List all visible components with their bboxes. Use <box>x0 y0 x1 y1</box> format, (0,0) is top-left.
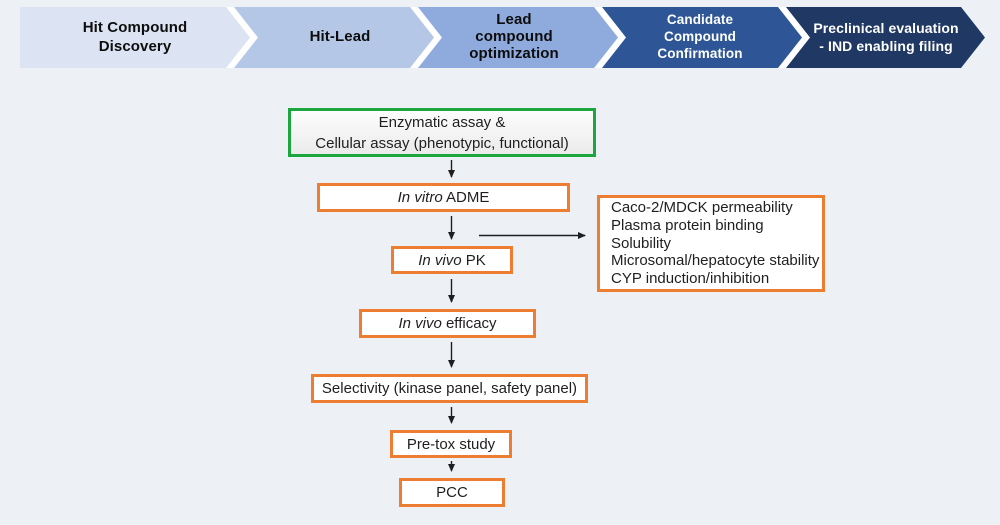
screening-assay-box: Enzymatic assay & Cellular assay (phenot… <box>288 108 596 157</box>
screening-assay-line1: Enzymatic assay & <box>378 113 506 131</box>
stage-label-line: compound <box>475 28 553 46</box>
in-vitro-adme-italic: In vitro <box>397 189 443 206</box>
stage-label-lead-compound-optimization: Lead compound optimization <box>426 7 602 68</box>
stage-separator <box>410 7 442 68</box>
pcc-box: PCC <box>399 478 505 507</box>
stage-label-line: optimization <box>469 44 559 62</box>
in-vivo-efficacy-rest: efficacy <box>441 315 497 332</box>
stage-label-candidate-compound-confirmation: Candidate Compound Confirmation <box>610 7 790 68</box>
stage-label-line: - IND enabling filing <box>819 37 953 54</box>
selectivity-box: Selectivity (kinase panel, safety panel) <box>311 374 588 403</box>
stage-label-hit-compound-discovery: Hit Compound Discovery <box>20 7 250 68</box>
pcc-label: PCC <box>436 484 468 501</box>
pipeline-chevron-bar <box>20 7 985 68</box>
stage-separator <box>594 7 626 68</box>
in-vitro-adme-box: In vitro ADME <box>317 183 570 212</box>
stage-label-line: Preclinical evaluation <box>813 20 959 36</box>
adme-detail-item: Plasma protein binding <box>611 216 764 234</box>
stage-label-hit-lead: Hit-Lead <box>250 7 430 68</box>
stage-label-line: Hit-Lead <box>309 28 371 46</box>
in-vivo-efficacy-box: In vivo efficacy <box>359 309 536 338</box>
stage-label-line: Hit Compound <box>82 18 188 36</box>
stage-label-line: Compound <box>663 29 737 45</box>
in-vivo-pk-italic: In vivo <box>418 251 462 269</box>
stage-shape-lead-compound-optimization <box>418 7 618 68</box>
stage-shape-hit-compound-discovery <box>20 7 250 68</box>
pretox-study-box: Pre-tox study <box>390 430 512 458</box>
selectivity-label: Selectivity (kinase panel, safety panel) <box>321 380 578 397</box>
adme-detail-item: Solubility <box>611 234 672 252</box>
screening-assay-line2: Cellular assay (phenotypic, functional) <box>315 134 569 152</box>
stage-separator <box>778 7 810 68</box>
pretox-study-label: Pre-tox study <box>406 435 496 453</box>
stage-label-line: Discovery <box>98 37 172 55</box>
stage-label-line: Confirmation <box>657 45 743 61</box>
stage-shape-hit-lead <box>234 7 434 68</box>
in-vivo-pk-rest: PK <box>461 251 486 269</box>
stage-shape-preclinical-evaluation <box>786 7 985 68</box>
adme-detail-item: CYP induction/inhibition <box>611 270 770 288</box>
adme-detail-item: Microsomal/hepatocyte stability <box>611 252 820 270</box>
stage-label-line: Candidate <box>666 12 734 28</box>
adme-detail-item: Caco-2/MDCK permeability <box>611 199 793 216</box>
in-vivo-efficacy-italic: In vivo <box>398 315 442 332</box>
adme-detail-box: Caco-2/MDCK permeability Plasma protein … <box>597 195 825 292</box>
stage-label-line: Lead <box>496 11 532 29</box>
stage-shape-candidate-compound-confirmation <box>602 7 802 68</box>
stage-label-preclinical-evaluation: Preclinical evaluation - IND enabling fi… <box>794 7 978 68</box>
stage-separator <box>226 7 258 68</box>
in-vitro-adme-rest: ADME <box>442 189 490 206</box>
in-vivo-pk-box: In vivo PK <box>391 246 513 274</box>
